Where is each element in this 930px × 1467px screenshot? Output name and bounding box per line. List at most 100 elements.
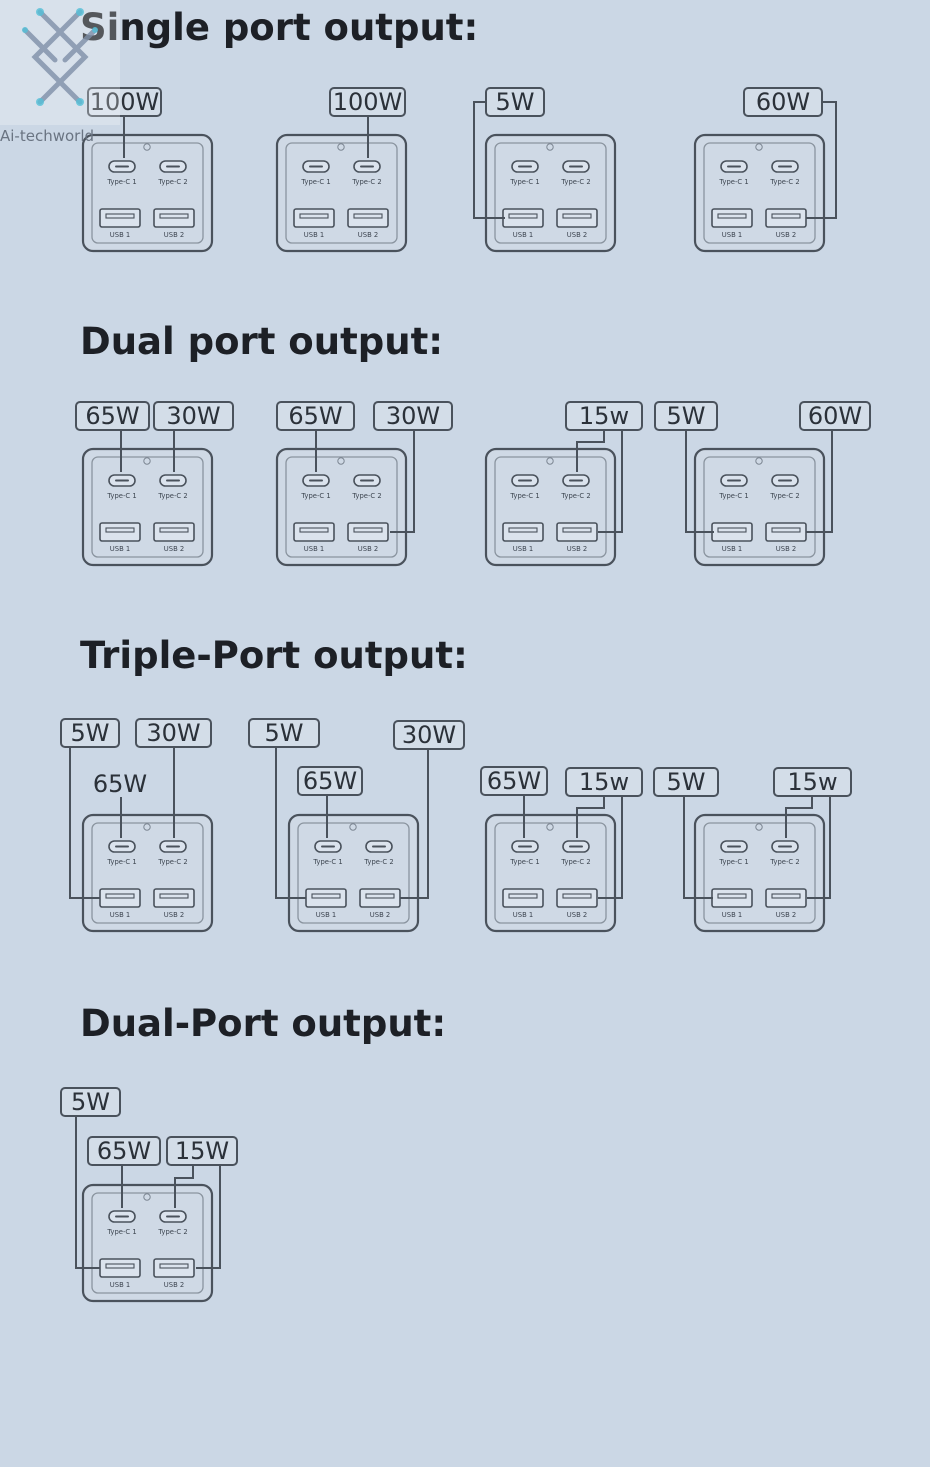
charger-body xyxy=(484,447,617,567)
charger-panel xyxy=(91,142,204,244)
type-c-2-port-slot xyxy=(569,165,583,168)
wattage-label-box xyxy=(653,767,719,797)
usb-1-port-slot xyxy=(311,893,341,899)
usb-2-label: USB 2 xyxy=(164,1281,184,1289)
connector-line-usb-1 xyxy=(473,101,505,219)
wattage-label: 60W xyxy=(808,402,862,430)
usb-1-label: USB 1 xyxy=(316,911,336,919)
type-c-1-port-slot xyxy=(321,845,335,848)
wattage-label-box xyxy=(654,401,718,431)
section-title-dual-port: Dual port output: xyxy=(80,320,444,363)
power-logo-icon xyxy=(755,823,763,831)
section-title-single-port: Single port output: xyxy=(80,6,479,49)
power-logo-icon xyxy=(755,143,763,151)
section-title-dual-port-2: Dual-Port output: xyxy=(80,1002,447,1045)
connector-line-usb-2 xyxy=(598,429,623,533)
usb-1-port-slot xyxy=(508,527,538,533)
usb-1-port-slot xyxy=(105,893,135,899)
connector-line-type-c-2 xyxy=(576,795,605,838)
type-c-2-label: Type-C 2 xyxy=(560,858,590,866)
type-c-1-label: Type-C 1 xyxy=(300,492,330,500)
usb-1-port-slot xyxy=(299,213,329,219)
connector-line-usb-1 xyxy=(275,746,306,899)
connector-line-usb-1 xyxy=(685,429,714,533)
connector-line-usb-1 xyxy=(75,1115,100,1269)
usb-1-label: USB 1 xyxy=(304,545,324,553)
power-logo-icon xyxy=(143,457,151,465)
charger-body xyxy=(275,447,408,567)
usb-2-label: USB 2 xyxy=(567,231,587,239)
usb-1-label: USB 1 xyxy=(722,231,742,239)
wattage-label: 65W xyxy=(97,1137,151,1165)
wattage-label: 5W xyxy=(71,1088,110,1116)
power-logo-icon xyxy=(546,457,554,465)
usb-1-label: USB 1 xyxy=(110,545,130,553)
wattage-label-box xyxy=(75,401,150,431)
usb-2-port-slot xyxy=(365,893,395,899)
wattage-label: 30W xyxy=(146,719,200,747)
usb-2-label: USB 2 xyxy=(776,545,796,553)
charger-body xyxy=(484,813,617,933)
power-logo-icon xyxy=(546,823,554,831)
usb-1-label: USB 1 xyxy=(513,231,533,239)
type-c-1-port-slot xyxy=(727,479,741,482)
usb-1-label: USB 1 xyxy=(110,911,130,919)
charger-panel xyxy=(91,456,204,558)
type-c-2-port-slot xyxy=(360,165,374,168)
wattage-label: 65W xyxy=(85,402,139,430)
charger-panel xyxy=(285,456,398,558)
type-c-2-port-slot xyxy=(372,845,386,848)
power-logo-icon xyxy=(546,143,554,151)
wattage-label: 100W xyxy=(90,88,160,116)
type-c-1-port-slot xyxy=(518,479,532,482)
wattage-label-box xyxy=(565,767,643,797)
type-c-1-port-slot xyxy=(727,845,741,848)
usb-2-label: USB 2 xyxy=(358,545,378,553)
wattage-label-box xyxy=(773,767,852,797)
type-c-1-port-slot xyxy=(309,479,323,482)
type-c-2-label: Type-C 2 xyxy=(157,492,187,500)
usb-2-port-slot xyxy=(159,893,189,899)
wattage-label: 65W xyxy=(93,770,147,798)
wattage-label-box xyxy=(166,1136,238,1166)
usb-2-port-slot xyxy=(562,527,592,533)
usb-2-label: USB 2 xyxy=(567,911,587,919)
type-c-1-label: Type-C 1 xyxy=(718,178,748,186)
wattage-label-box xyxy=(297,766,363,796)
type-c-2-label: Type-C 2 xyxy=(157,1228,187,1236)
wattage-label-box xyxy=(480,766,548,796)
type-c-2-port-slot xyxy=(569,845,583,848)
usb-1-port-slot xyxy=(717,893,747,899)
type-c-1-label: Type-C 1 xyxy=(509,858,539,866)
usb-2-port-slot xyxy=(159,1263,189,1269)
usb-2-port-slot xyxy=(771,213,801,219)
usb-2-port-slot xyxy=(353,527,383,533)
wattage-label-box xyxy=(276,401,355,431)
wattage-label: 5W xyxy=(667,768,706,796)
usb-1-port-slot xyxy=(717,527,747,533)
charger-panel xyxy=(297,822,410,924)
usb-1-label: USB 1 xyxy=(110,231,130,239)
usb-1-label: USB 1 xyxy=(513,545,533,553)
usb-1-port-slot xyxy=(105,1263,135,1269)
power-logo-icon xyxy=(337,457,345,465)
wattage-label-box xyxy=(485,87,545,117)
power-logo-icon xyxy=(755,457,763,465)
usb-1-port-slot xyxy=(299,527,329,533)
power-logo-icon xyxy=(337,143,345,151)
wattage-label: 5W xyxy=(496,88,535,116)
connector-line-usb-1 xyxy=(683,795,713,899)
circuit-logo-icon xyxy=(0,0,120,125)
usb-1-label: USB 1 xyxy=(304,231,324,239)
charger-panel xyxy=(494,822,607,924)
charger-body xyxy=(81,447,214,567)
type-c-2-port-slot xyxy=(166,1215,180,1218)
type-c-1-label: Type-C 1 xyxy=(509,178,539,186)
wattage-label: 60W xyxy=(756,88,810,116)
wattage-label-box xyxy=(743,87,823,117)
type-c-1-port-slot xyxy=(518,165,532,168)
